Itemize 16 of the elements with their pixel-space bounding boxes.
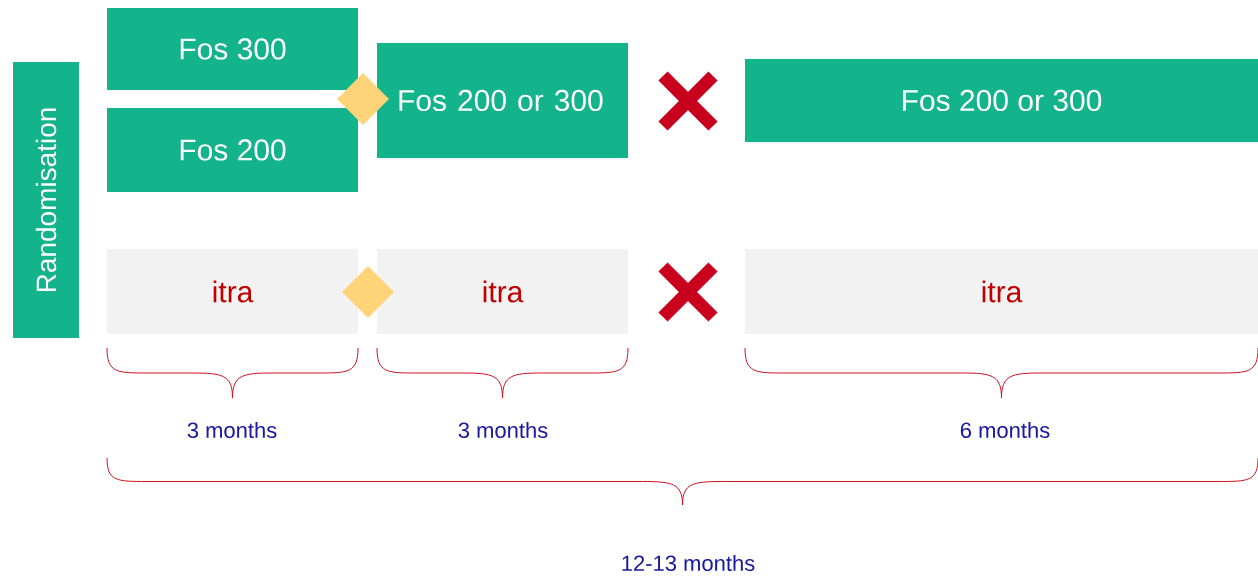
stop-cross	[656, 260, 720, 324]
treatment-box: itra	[107, 249, 358, 334]
treatment-box: Fos 200	[107, 108, 358, 192]
duration-label: 6 months	[960, 421, 1050, 439]
duration-label: 12-13 months	[622, 554, 755, 572]
treatment-box: Fos 300	[107, 8, 358, 90]
stop-cross	[656, 69, 720, 133]
switch-diamond	[342, 266, 394, 318]
switch-diamond	[337, 73, 389, 125]
randomisation-band: Randomisation	[13, 62, 79, 338]
treatment-box: itra	[745, 249, 1258, 334]
duration-label: 3 months	[458, 421, 548, 439]
treatment-box: Fos 200 or 300	[745, 59, 1258, 142]
duration-label: 3 months	[187, 421, 277, 439]
treatment-box: Fos 200 or 300	[377, 43, 628, 158]
treatment-box: itra	[377, 249, 628, 334]
